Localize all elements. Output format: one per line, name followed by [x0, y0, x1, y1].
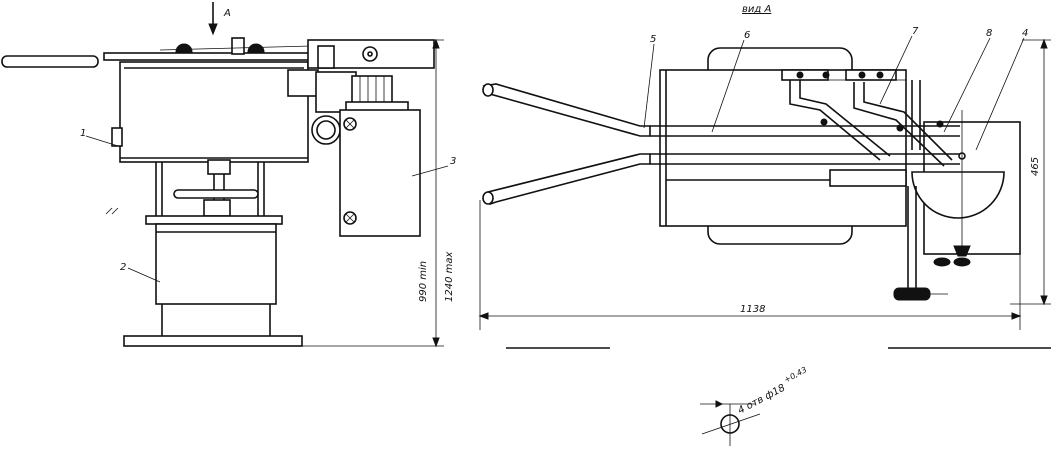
svg-text:4 отв ф18 +0,43: 4 отв ф18 +0,43	[734, 365, 812, 416]
height-right-dim: 465	[1030, 157, 1041, 176]
upper-bracket	[307, 39, 435, 69]
holes-dim: 4 отв ф18	[736, 383, 787, 417]
part-label-7: 7	[912, 26, 919, 37]
main-housing	[119, 61, 309, 163]
part-label-5: 5	[650, 34, 656, 45]
leveling-foot	[893, 287, 931, 301]
hole-detail: 4 отв ф18 +0,43	[700, 365, 812, 446]
holes-tolerance: +0,43	[782, 365, 808, 384]
bolt-icon	[343, 211, 357, 225]
top-post	[231, 37, 245, 55]
part-label-2: 2	[120, 262, 126, 273]
upper-handle	[482, 83, 651, 137]
part-label-1: 1	[80, 128, 86, 139]
height-max-dim: 1240 max	[444, 252, 455, 302]
bolt-icon	[343, 117, 357, 131]
part-label-3: 3	[450, 156, 456, 167]
main-plate	[659, 69, 907, 227]
knob-icon	[247, 43, 265, 53]
front-view: A	[1, 2, 456, 348]
lower-handle	[482, 153, 651, 205]
front-handle-bar	[1, 55, 99, 68]
part-label-8: 8	[986, 28, 992, 39]
bowl	[911, 171, 1005, 219]
arrow-a-label: A	[223, 8, 231, 19]
base-cylinder	[155, 223, 277, 305]
width-dim: 1138	[740, 304, 765, 315]
view-a: вид А	[478, 4, 1051, 349]
linkage-rod	[789, 80, 881, 161]
base-plate	[123, 335, 303, 347]
top-plate	[103, 52, 323, 61]
view-a-title: вид А	[742, 4, 771, 15]
knob-icon	[175, 43, 193, 53]
height-min-dim: 990 min	[418, 261, 429, 302]
part-label-4: 4	[1022, 28, 1028, 39]
part-label-6: 6	[744, 30, 750, 41]
